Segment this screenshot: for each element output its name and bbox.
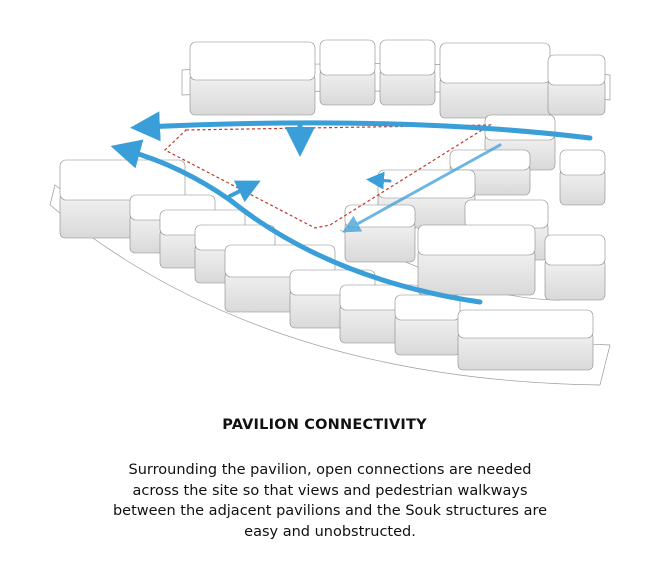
- top-path-arrow: [130, 111, 593, 142]
- building: [189, 41, 316, 116]
- diagram-title: PAVILION CONNECTIVITY: [222, 417, 427, 433]
- building: [394, 294, 461, 356]
- building-roof: [457, 309, 594, 339]
- building-roof: [319, 39, 376, 76]
- building: [457, 309, 594, 371]
- building: [559, 149, 606, 206]
- building-roof: [379, 39, 436, 76]
- building: [439, 42, 551, 119]
- description-line: across the site so that views and pedest…: [132, 482, 528, 499]
- connection-arrows: [110, 111, 593, 305]
- diagonal-branch-arrow: [228, 180, 261, 203]
- building-roof: [189, 41, 316, 81]
- building: [547, 54, 606, 116]
- building-roof: [559, 149, 606, 176]
- building: [319, 39, 376, 106]
- building: [344, 204, 416, 263]
- diagonal-path-arrow: [110, 139, 483, 305]
- building-blocks: [59, 39, 606, 371]
- description-line: between the adjacent pavilions and the S…: [112, 503, 548, 519]
- description-line: easy and unobstructed.: [244, 523, 416, 540]
- building: [544, 234, 606, 301]
- building: [379, 39, 436, 106]
- site-connectivity-diagram: [49, 39, 611, 386]
- diagram-description: Surrounding the pavilion, open connectio…: [110, 460, 550, 542]
- building-roof: [417, 224, 536, 256]
- building-roof: [544, 234, 606, 266]
- building-roof: [547, 54, 606, 86]
- building-roof: [464, 199, 549, 229]
- building-roof: [439, 42, 551, 84]
- description-line: Surrounding the pavilion, open connectio…: [128, 462, 532, 478]
- right-path-arrow: [342, 143, 502, 233]
- building-side: [417, 248, 536, 296]
- building: [417, 224, 536, 296]
- right-branch-arrow: [366, 171, 392, 190]
